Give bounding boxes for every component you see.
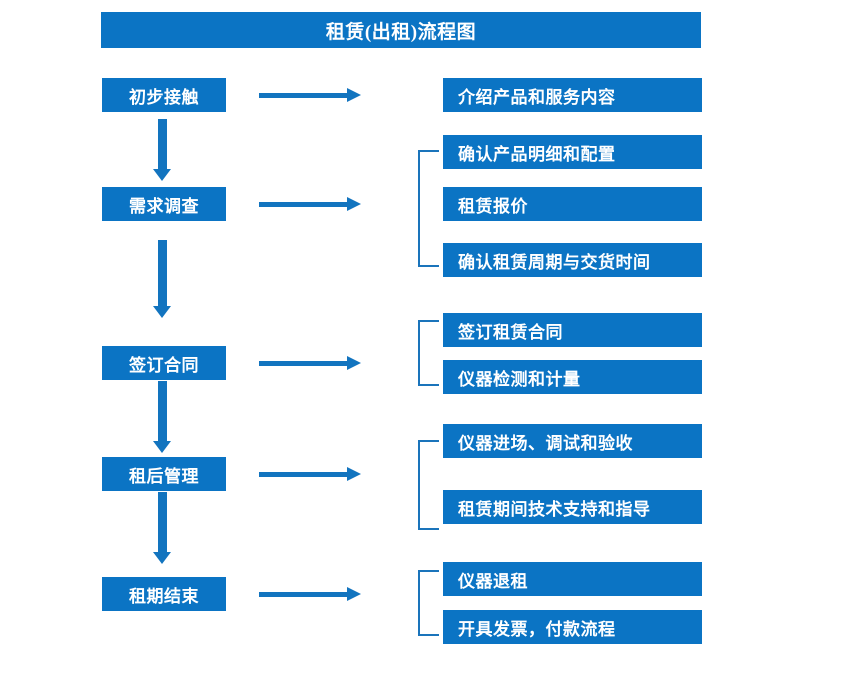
arrow-stage1-to-stage2 bbox=[153, 119, 171, 181]
arrow-head bbox=[153, 552, 171, 564]
arrow-head bbox=[347, 467, 361, 481]
arrow-shaft bbox=[158, 492, 167, 552]
arrow-stage4-to-details bbox=[259, 467, 361, 481]
arrow-head bbox=[347, 356, 361, 370]
arrow-shaft bbox=[259, 93, 349, 98]
detail-box-1-1[interactable]: 介绍产品和服务内容 bbox=[443, 78, 702, 112]
arrow-head bbox=[347, 197, 361, 211]
arrow-stage2-to-details bbox=[259, 197, 361, 211]
stage-box-needs-survey[interactable]: 需求调查 bbox=[102, 187, 226, 221]
arrow-stage3-to-details bbox=[259, 356, 361, 370]
detail-box-2-1[interactable]: 确认产品明细和配置 bbox=[443, 135, 702, 169]
arrow-head bbox=[153, 441, 171, 453]
arrow-stage1-to-details bbox=[259, 88, 361, 102]
arrow-shaft bbox=[158, 381, 167, 441]
arrow-shaft bbox=[158, 240, 167, 306]
detail-box-3-1[interactable]: 签订租赁合同 bbox=[443, 313, 702, 347]
arrow-shaft bbox=[259, 472, 349, 477]
arrow-stage5-to-details bbox=[259, 587, 361, 601]
arrow-stage4-to-stage5 bbox=[153, 492, 171, 564]
stage-box-rental-end[interactable]: 租期结束 bbox=[102, 577, 226, 611]
detail-box-2-3[interactable]: 确认租赁周期与交货时间 bbox=[443, 243, 702, 277]
detail-box-5-2[interactable]: 开具发票，付款流程 bbox=[443, 610, 702, 644]
arrow-shaft bbox=[259, 202, 349, 207]
arrow-stage2-to-stage3 bbox=[153, 240, 171, 318]
stage-box-post-rental-management[interactable]: 租后管理 bbox=[102, 457, 226, 491]
arrow-stage3-to-stage4 bbox=[153, 381, 171, 453]
arrow-shaft bbox=[158, 119, 167, 169]
page-title: 租赁(出租)流程图 bbox=[101, 12, 701, 48]
arrow-head bbox=[347, 88, 361, 102]
bracket-stage5 bbox=[418, 570, 439, 636]
detail-box-4-1[interactable]: 仪器进场、调试和验收 bbox=[443, 424, 702, 458]
arrow-shaft bbox=[259, 361, 349, 366]
bracket-stage3 bbox=[418, 320, 439, 386]
detail-box-5-1[interactable]: 仪器退租 bbox=[443, 562, 702, 596]
detail-box-3-2[interactable]: 仪器检测和计量 bbox=[443, 360, 702, 394]
arrow-head bbox=[153, 306, 171, 318]
bracket-stage2 bbox=[418, 150, 439, 267]
arrow-shaft bbox=[259, 592, 349, 597]
arrow-head bbox=[153, 169, 171, 181]
stage-box-initial-contact[interactable]: 初步接触 bbox=[102, 78, 226, 112]
detail-box-2-2[interactable]: 租赁报价 bbox=[443, 187, 702, 221]
bracket-stage4 bbox=[418, 440, 439, 530]
arrow-head bbox=[347, 587, 361, 601]
detail-box-4-2[interactable]: 租赁期间技术支持和指导 bbox=[443, 490, 702, 524]
stage-box-sign-contract[interactable]: 签订合同 bbox=[102, 346, 226, 380]
